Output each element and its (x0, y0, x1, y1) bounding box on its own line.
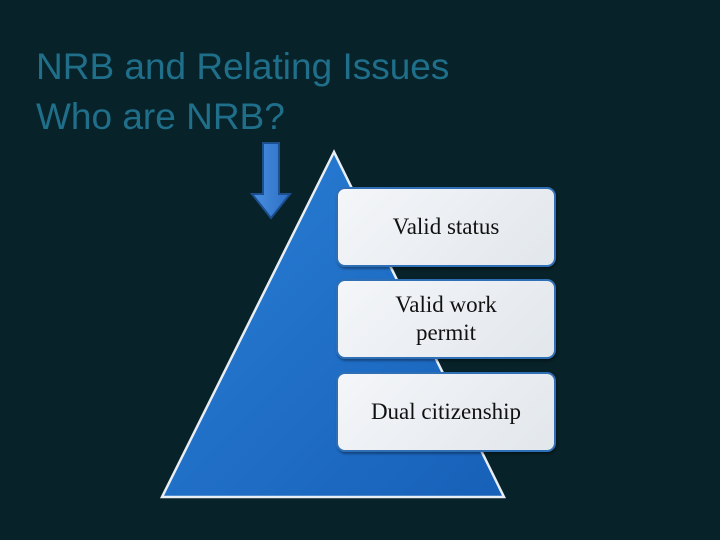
item-dual-citizenship: Dual citizenship (336, 372, 556, 452)
item-valid-work-permit: Valid work permit (336, 279, 556, 359)
item-label: Dual citizenship (370, 399, 522, 424)
slide-title: NRB and Relating Issues Who are NRB? (36, 42, 676, 142)
title-line-2: Who are NRB? (36, 96, 285, 137)
title-line-1: NRB and Relating Issues (36, 46, 450, 87)
item-label: Valid work permit (395, 292, 497, 345)
down-arrow-icon (249, 142, 293, 220)
item-label: Valid status (392, 214, 500, 239)
item-valid-status: Valid status (336, 187, 556, 267)
